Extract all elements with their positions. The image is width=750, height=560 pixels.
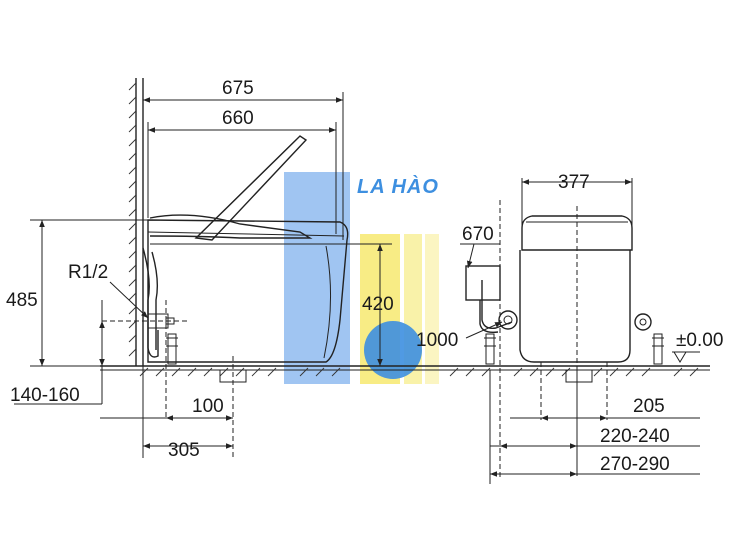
dim-seat-length: 660 (222, 108, 254, 129)
dim-offset-270-290: 270-290 (600, 454, 670, 475)
logo-brand-text: LA HÀO (357, 175, 439, 198)
logo-yellow-bar-3 (425, 234, 439, 384)
dim-offset-205: 205 (633, 396, 665, 417)
wall (128, 78, 144, 366)
dim-height-420: 420 (362, 294, 394, 315)
dimension-lines (14, 92, 700, 484)
dim-offset-220-240: 220-240 (600, 426, 670, 447)
logo-blue-bar (284, 172, 350, 384)
wall-hatching (128, 82, 137, 357)
dim-supply-height: 140-160 (10, 385, 80, 406)
left-supply-valve (102, 247, 190, 420)
cistern-tank (519, 178, 633, 420)
dim-offset-1000: 1000 (416, 330, 458, 351)
dim-offset-305: 305 (168, 440, 200, 461)
floor (100, 365, 710, 377)
dim-offset-100: 100 (192, 396, 224, 417)
seat-lid (149, 135, 313, 241)
dim-hose-length: 670 (462, 224, 494, 245)
watermark-logo: LA HÀO (284, 172, 439, 384)
dim-total-length: 675 (222, 78, 254, 99)
dim-thread: R1/2 (68, 262, 108, 283)
dim-floor-level: ±0.00 (676, 330, 723, 351)
dim-height-485: 485 (6, 290, 38, 311)
toilet-bowl (147, 219, 349, 363)
connection-panel (465, 200, 652, 480)
dim-cistern-width: 377 (558, 172, 590, 193)
floor-hatching (139, 367, 699, 377)
dimension-labels: 675 660 377 670 485 420 R1/2 140-160 100… (6, 78, 723, 475)
floor-bolts (166, 333, 664, 460)
